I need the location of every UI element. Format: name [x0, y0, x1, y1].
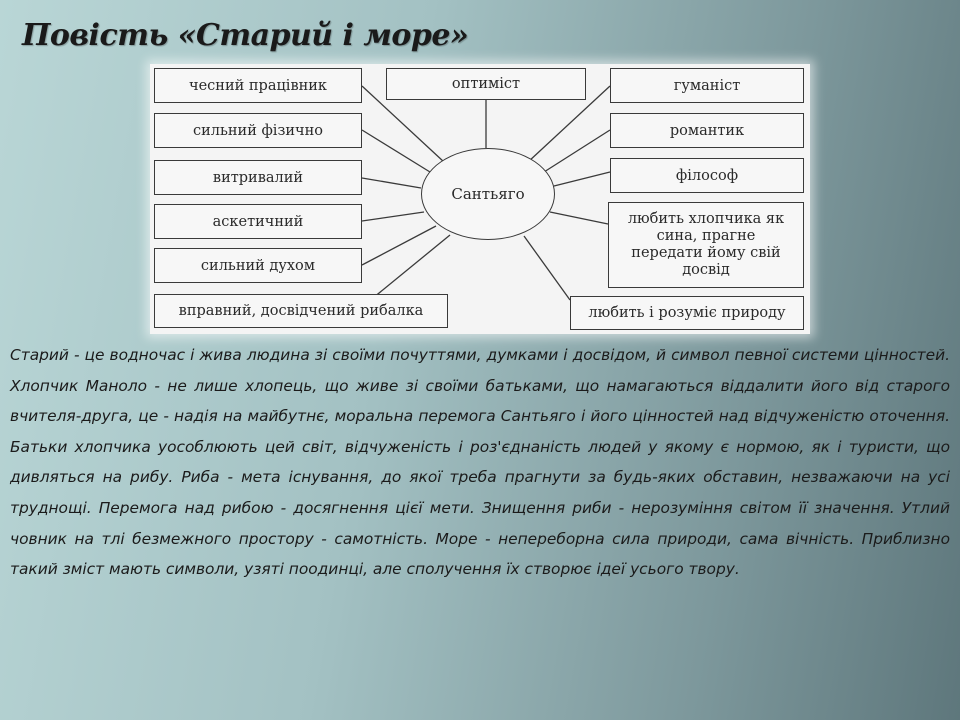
trait-humanist: гуманіст	[610, 68, 804, 103]
trait-romantic: романтик	[610, 113, 804, 148]
diagram-center-santiago: Сантьяго	[421, 148, 555, 240]
connector-line	[361, 177, 422, 189]
connector-line	[549, 211, 609, 225]
slide-title: Повість «Старий і море»	[22, 18, 469, 53]
trait-loves-boy: любить хлопчика як сина, прагне передати…	[608, 202, 804, 288]
character-diagram: чесний працівник сильний фізично витрива…	[150, 64, 810, 334]
trait-strong-spirit: сильний духом	[154, 248, 362, 283]
trait-honest-worker: чесний працівник	[154, 68, 362, 103]
body-paragraph: Старий - це водночас і жива людина зі св…	[10, 346, 950, 579]
connector-line	[361, 211, 425, 222]
connector-line	[553, 171, 611, 187]
connector-line	[523, 235, 571, 301]
connector-line	[361, 129, 431, 173]
trait-loves-nature: любить і розуміє природу	[570, 296, 804, 330]
connector-line	[543, 129, 611, 173]
trait-enduring: витривалий	[154, 160, 362, 195]
connector-line	[361, 225, 437, 266]
connector-line	[361, 85, 445, 163]
trait-optimist: оптиміст	[386, 68, 586, 100]
trait-philosopher: філософ	[610, 158, 804, 193]
connector-line	[527, 85, 611, 163]
trait-skilled-fisherman: вправний, досвідчений рибалка	[154, 294, 448, 328]
trait-physically-strong: сильний фізично	[154, 113, 362, 148]
trait-ascetic: аскетичний	[154, 204, 362, 239]
